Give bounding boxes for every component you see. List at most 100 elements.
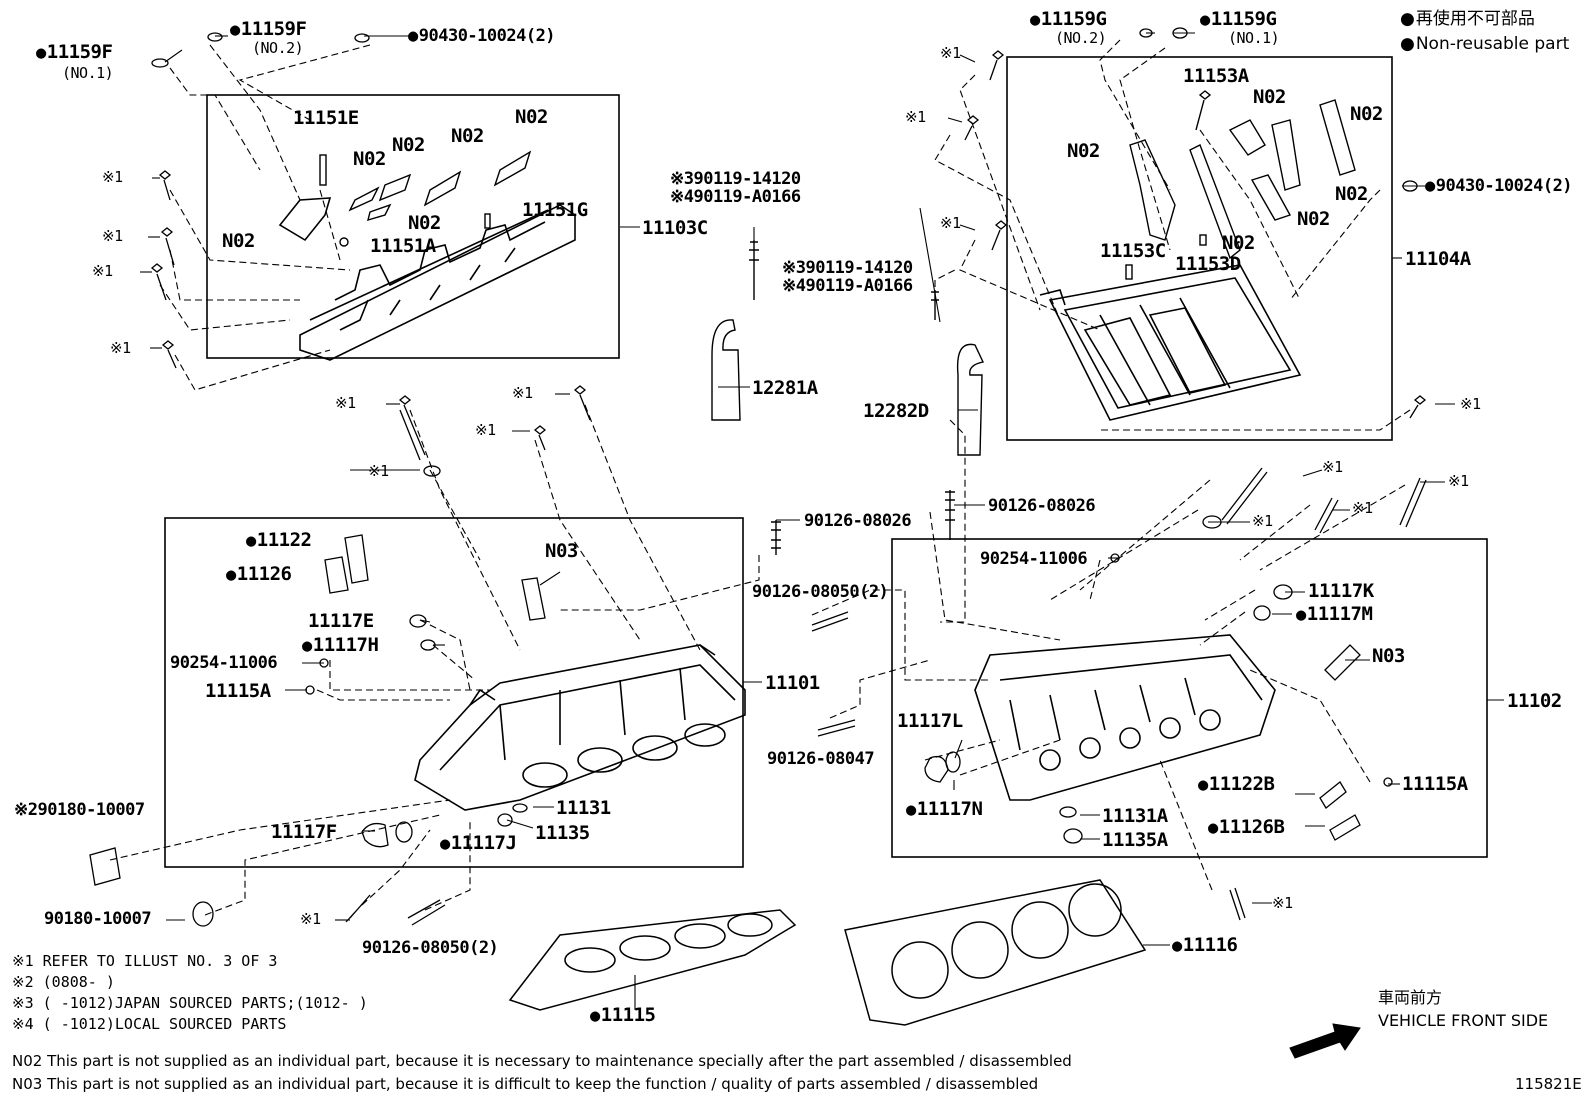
note-3: ※3 ( -1012)JAPAN SOURCED PARTS;(1012- )	[12, 994, 368, 1012]
label-11122B: 11122B	[1198, 775, 1275, 794]
label-11117J: 11117J	[440, 834, 517, 853]
label-11153C: 11153C	[1100, 240, 1166, 262]
label-n02-l: N02	[1222, 232, 1255, 254]
label-90126-08050-b: 90126-08050(2)	[362, 938, 499, 958]
label-11153A: 11153A	[1183, 65, 1249, 87]
label-11159G-no2: 11159G	[1030, 10, 1107, 29]
label-n02-h: N02	[1350, 103, 1383, 125]
label-x1-b: ※1	[102, 227, 123, 245]
label-390119-right: ※390119-14120	[782, 258, 913, 278]
camshaft-housing-left-shape	[278, 197, 576, 361]
label-11159F-no1-sub: (NO.1)	[62, 64, 114, 82]
label-11131A: 11131A	[1102, 805, 1168, 827]
label-90126-08026-a: 90126-08026	[804, 511, 912, 531]
label-11122: 11122	[246, 531, 312, 550]
label-90254-left: 90254-11006	[170, 653, 278, 673]
label-n03-a: N03	[545, 540, 578, 562]
label-n02-d: N02	[353, 148, 386, 170]
label-x1-q: ※1	[300, 910, 321, 928]
right-cylinder-head-box	[891, 538, 1488, 858]
label-x1-k: ※1	[940, 214, 961, 232]
label-11104A: 11104A	[1405, 248, 1471, 270]
label-11159G-no1: 11159G	[1200, 10, 1277, 29]
label-11117L: 11117L	[897, 710, 963, 732]
label-x1-i: ※1	[940, 44, 961, 62]
label-11159F-no2: 11159F	[230, 20, 307, 39]
gasket-left-shape	[508, 909, 797, 1011]
label-90126-08047: 90126-08047	[767, 749, 875, 769]
label-90430-left: 90430-10024(2)	[408, 28, 556, 45]
label-n02-i: N02	[1067, 140, 1100, 162]
label-12282D: 12282D	[863, 400, 929, 422]
label-x1-j: ※1	[905, 108, 926, 126]
label-x1-e: ※1	[335, 394, 356, 412]
label-x1-g: ※1	[475, 421, 496, 439]
label-11102: 11102	[1507, 690, 1562, 712]
note-n02: N02 This part is not supplied as an indi…	[12, 1052, 1072, 1070]
note-1: ※1 REFER TO ILLUST NO. 3 OF 3	[12, 952, 278, 970]
label-11153D: 11153D	[1175, 253, 1241, 275]
label-n02-k: N02	[1297, 208, 1330, 230]
label-11151A: 11151A	[370, 235, 436, 257]
label-11159F-no1: 11159F	[36, 43, 113, 62]
figure-id: 115821E	[1515, 1075, 1582, 1093]
label-x1-h: ※1	[368, 462, 389, 480]
label-11101: 11101	[765, 672, 820, 694]
label-11117E: 11117E	[308, 610, 374, 632]
label-11135: 11135	[535, 822, 590, 844]
label-11159G-no2-sub: (NO.2)	[1055, 29, 1107, 47]
label-11151E: 11151E	[293, 107, 359, 129]
label-x1-n: ※1	[1448, 472, 1469, 490]
camshaft-housing-right-shape	[1039, 264, 1302, 421]
cylinder-head-left-shape	[414, 644, 746, 811]
label-n02-f: N02	[222, 230, 255, 252]
label-12281A: 12281A	[752, 377, 818, 399]
label-11126B: 11126B	[1208, 818, 1285, 837]
label-390119-left: ※390119-14120	[670, 169, 801, 189]
label-490119-right: ※490119-A0166	[782, 276, 913, 296]
label-11115: 11115	[590, 1006, 656, 1025]
label-11159G-no1-sub: (NO.1)	[1228, 29, 1280, 47]
label-x1-p: ※1	[1252, 512, 1273, 530]
label-x1-a: ※1	[102, 168, 123, 186]
label-x1-c: ※1	[92, 262, 113, 280]
label-n02-g: N02	[1253, 86, 1286, 108]
label-x1-l: ※1	[1460, 395, 1481, 413]
label-90180-10007: 90180-10007	[44, 909, 152, 929]
label-11117N: 11117N	[906, 800, 983, 819]
label-11151G: 11151G	[522, 199, 588, 221]
front-label-japanese: 車両前方	[1378, 988, 1443, 1007]
label-x1-f: ※1	[512, 384, 533, 402]
label-11117F: 11117F	[271, 821, 337, 843]
front-arrow-icon	[1289, 1023, 1361, 1059]
note-4: ※4 ( -1012)LOCAL SOURCED PARTS	[12, 1015, 287, 1033]
label-11131: 11131	[556, 797, 611, 819]
legend-non-reusable: Non-reusable part	[1400, 36, 1569, 53]
label-n02-e: N02	[408, 212, 441, 234]
label-90430-right: 90430-10024(2)	[1425, 178, 1573, 195]
right-camshaft-housing-box	[1006, 56, 1393, 441]
label-90126-08026-b: 90126-08026	[988, 496, 1096, 516]
label-n02-c: N02	[392, 134, 425, 156]
note-n03: N03 This part is not supplied as an indi…	[12, 1075, 1039, 1093]
label-n03-b: N03	[1372, 645, 1405, 667]
label-11159F-no2-sub: (NO.2)	[252, 39, 304, 57]
label-x1-m: ※1	[1322, 458, 1343, 476]
label-11103C: 11103C	[642, 217, 708, 239]
label-11115A-left: 11115A	[205, 680, 271, 702]
legend-japanese: 再使用不可部品	[1400, 11, 1535, 28]
label-90126-08050-a: 90126-08050(2)	[752, 582, 889, 602]
label-n02-b: N02	[451, 125, 484, 147]
note-2: ※2 (0808- )	[12, 973, 115, 991]
label-90254-right: 90254-11006	[980, 549, 1088, 569]
label-11135A: 11135A	[1102, 829, 1168, 851]
cylinder-head-right-shape	[974, 634, 1276, 801]
label-n02-a: N02	[515, 106, 548, 128]
label-x1-r: ※1	[1272, 894, 1293, 912]
label-11116: 11116	[1172, 936, 1238, 955]
label-490119-left: ※490119-A0166	[670, 187, 801, 207]
left-camshaft-housing-box	[206, 94, 620, 359]
label-11115A-right: 11115A	[1402, 773, 1468, 795]
label-x1-d: ※1	[110, 339, 131, 357]
